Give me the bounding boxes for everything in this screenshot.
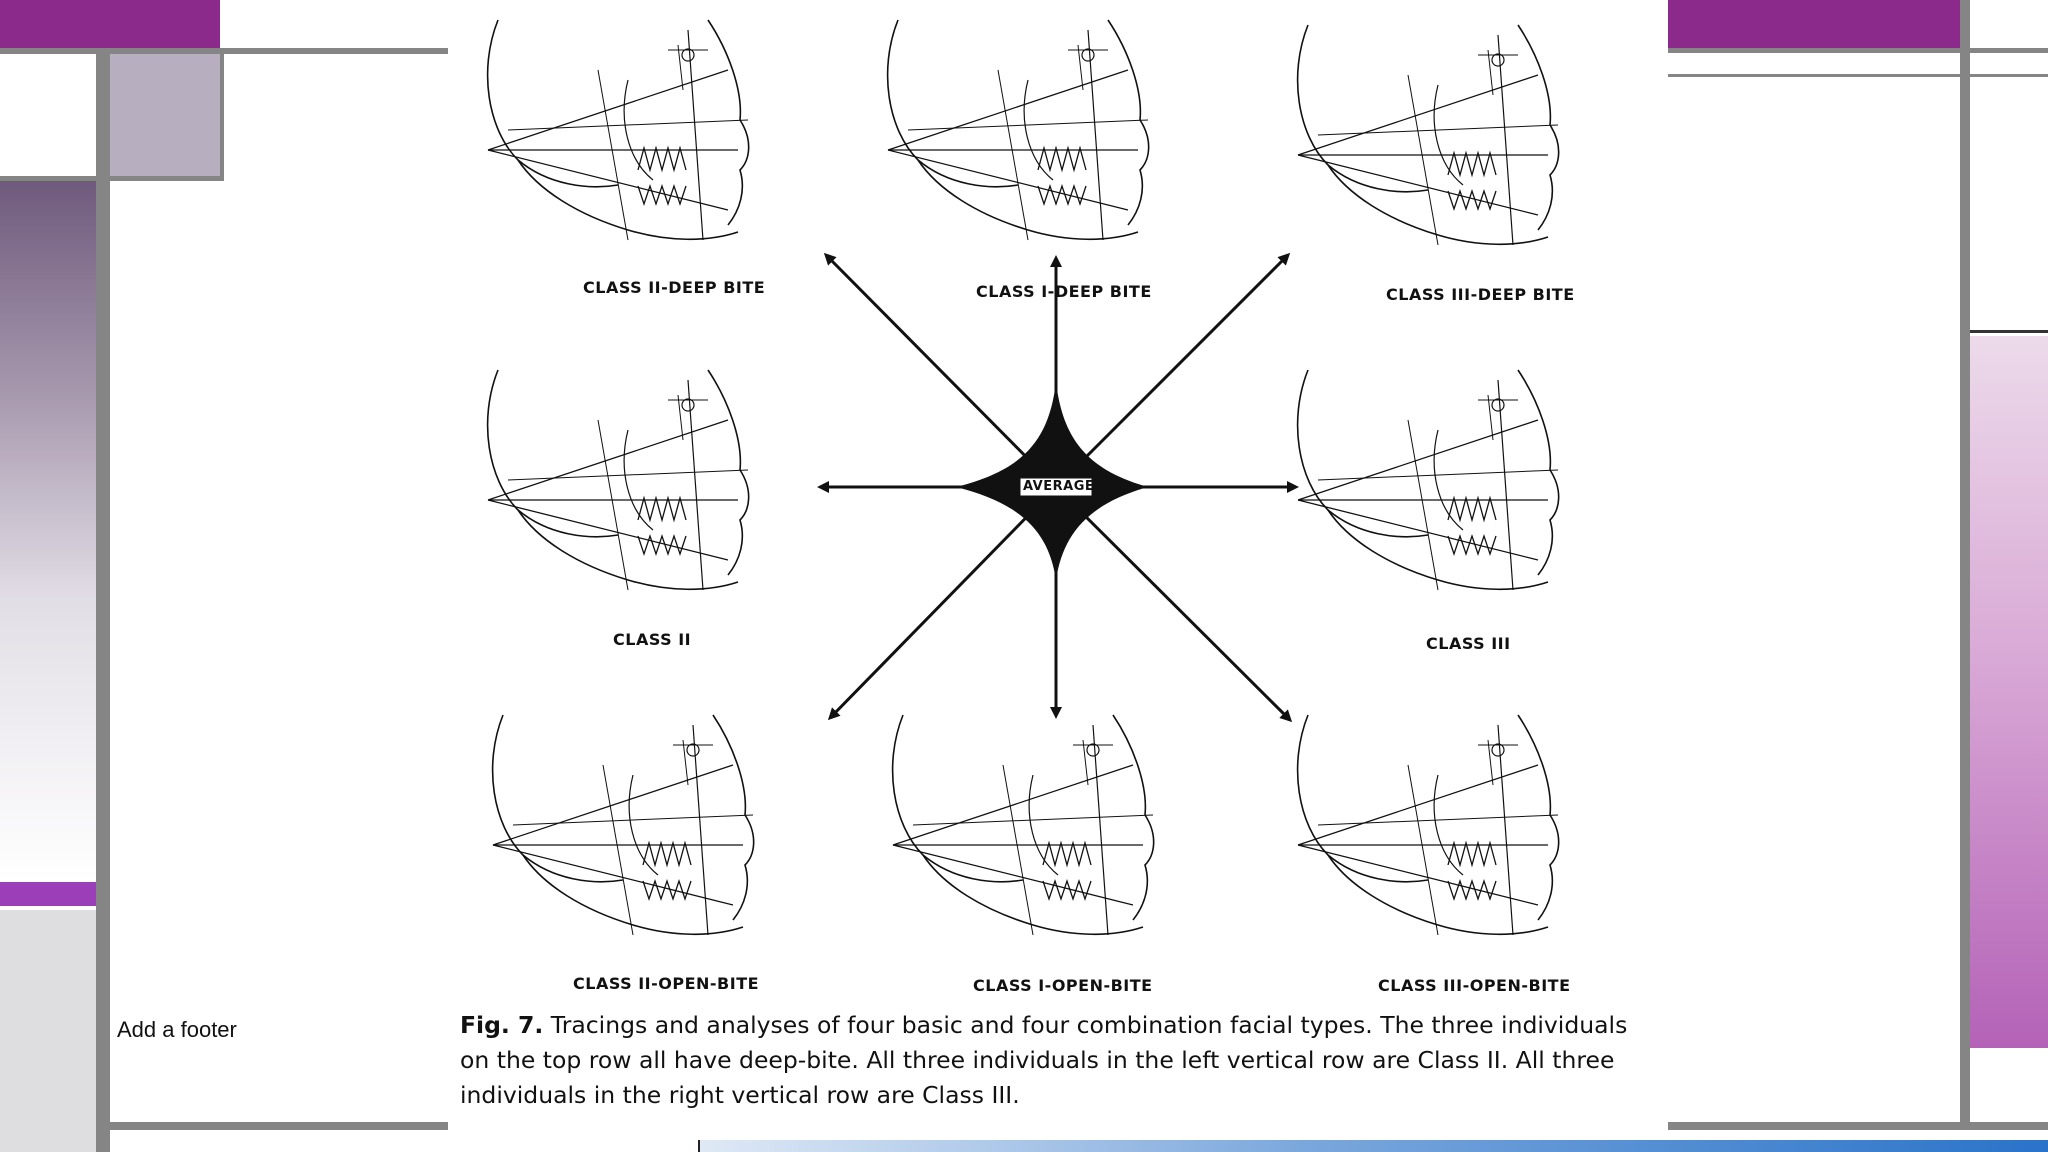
- label-class-i-deep-bite: CLASS I-DEEP BITE: [976, 282, 1152, 301]
- left-lilac-box-border-right: [220, 54, 224, 180]
- label-average: AVERAGE: [1023, 479, 1095, 494]
- right-vertical-grey-bar: [1960, 0, 1970, 1130]
- right-divider-line: [1970, 330, 2048, 333]
- label-class-iii: CLASS III: [1426, 634, 1511, 653]
- figure-caption: Fig. 7. Tracings and analyses of four ba…: [460, 1008, 1640, 1113]
- label-class-ii-deep-bite: CLASS II-DEEP BITE: [583, 278, 766, 297]
- left-top-grey-line: [0, 48, 448, 54]
- right-top-grey-line: [1668, 48, 2048, 53]
- left-top-purple-bar: [0, 0, 220, 48]
- label-class-ii-open-bite: CLASS II-OPEN-BITE: [573, 974, 760, 993]
- label-class-ii: CLASS II: [613, 630, 692, 649]
- left-lilac-box: [110, 54, 220, 178]
- tracing-middle-right: [1296, 369, 1560, 591]
- left-purple-accent-strip: [0, 882, 100, 906]
- tracing-top-right: [1296, 24, 1560, 246]
- left-bottom-grey-panel: [0, 910, 96, 1152]
- tracing-bottom-left: [491, 714, 755, 936]
- figure-image[interactable]: CLASS II-DEEP BITE CLASS I-DEEP BITE CLA…: [448, 0, 1668, 1140]
- footer-placeholder[interactable]: Add a footer: [117, 1017, 237, 1042]
- tracing-top-center: [886, 19, 1150, 241]
- bottom-strip-tick: [698, 1140, 700, 1152]
- right-gradient-panel: [1970, 336, 2048, 1048]
- left-gradient-panel: [0, 181, 96, 881]
- right-top-thin-line: [1668, 74, 2048, 77]
- facial-types-diagram: [486, 19, 1560, 936]
- left-lilac-box-border-bottom: [0, 176, 224, 181]
- tracing-top-left: [486, 19, 750, 241]
- caption-body: Tracings and analyses of four basic and …: [460, 1011, 1628, 1109]
- label-class-i-open-bite: CLASS I-OPEN-BITE: [973, 976, 1153, 995]
- left-vertical-grey-bar: [96, 54, 110, 1152]
- caption-prefix: Fig. 7.: [460, 1011, 544, 1039]
- tracing-bottom-right: [1296, 714, 1560, 936]
- label-class-iii-open-bite: CLASS III-OPEN-BITE: [1378, 976, 1571, 995]
- tracing-bottom-center: [891, 714, 1155, 936]
- right-top-purple-bar: [1668, 0, 1960, 48]
- tracing-middle-left: [486, 369, 750, 591]
- bottom-blue-strip: [700, 1140, 2048, 1152]
- label-class-iii-deep-bite: CLASS III-DEEP BITE: [1386, 285, 1575, 304]
- direction-arrows: [817, 252, 1299, 723]
